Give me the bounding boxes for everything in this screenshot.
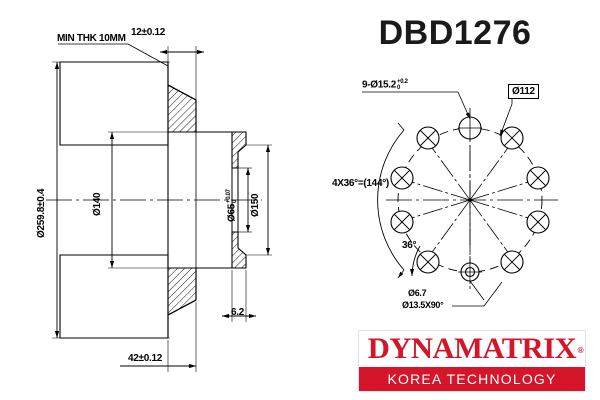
page-title: DBD1276 [378,14,532,52]
bolt-hole [416,250,440,274]
label-hub-bore-value: Ø65 [226,203,238,222]
leader-bolt-holes-diagonal [457,91,471,120]
bolt-hole [390,166,414,190]
leader-countersink-up [483,281,503,307]
bolt-hole [500,250,524,274]
flange-top-hatch [196,131,247,169]
label-angle-pitch: 36° [402,240,417,251]
bolt-hole [526,210,550,234]
center-point [468,198,472,202]
angle-arc-36 [409,245,421,277]
registered-trademark-icon: ® [577,346,584,355]
cross-section-geometry [46,43,272,372]
label-inner-diameter: Ø140 [92,192,103,216]
label-min-thickness: MIN THK 10MM [57,33,126,44]
label-hub-diameter: Ø150 [250,193,261,217]
logo-tagline: KOREA TECHNOLOGY [359,367,585,391]
label-angle-span: 4X36°=(144°) [332,178,389,189]
arc-tick-bottom [397,269,405,279]
flange-bottom-hatch [196,231,247,269]
bolt-pattern-geometry [362,91,558,307]
leader-min-thk-diagonal [127,43,169,67]
bolt-hole [390,210,414,234]
label-bolt-holes-value: 9-Ø15.2 [362,79,397,91]
bolt-hole [416,126,440,150]
bolt-hole [526,166,550,190]
bolt-holes-group [390,116,550,274]
arc-tick-top [397,122,405,131]
label-flange-thickness: 12±0.12 [131,27,165,38]
logo-wordmark-text: DYNAMATRIX ® [357,331,588,367]
label-countersink: Ø13.5X90° [402,300,444,310]
hub-bottom-hatch [167,267,197,316]
bolt-hole [500,126,524,150]
angle-arc-144 [377,129,405,271]
leader-bolt-circle [499,103,513,137]
label-bolt-circle: Ø112 [508,84,539,99]
label-small-hole: Ø6.7 [408,288,427,298]
bolt-hole-top [458,116,482,140]
brand-logo: DYNAMATRIX ® KOREA TECHNOLOGY [358,330,586,392]
label-hub-step: 6.2 [231,307,245,318]
label-overall-height: 42±0.12 [128,353,162,364]
hub-top-hatch [167,84,197,133]
label-outer-diameter: Ø259.8±0.4 [36,188,47,238]
leader-countersink-diagonal [469,280,485,301]
countersink-hole [458,261,482,284]
